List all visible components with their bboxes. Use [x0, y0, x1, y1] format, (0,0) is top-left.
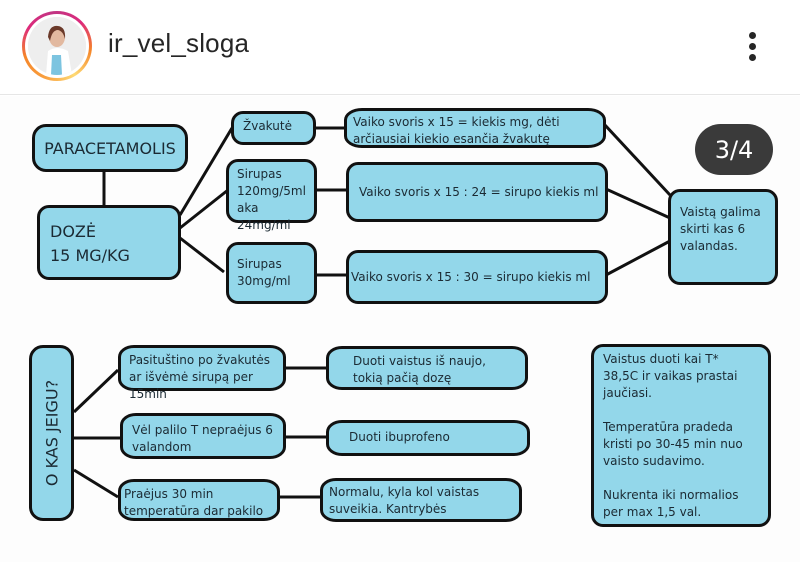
action-box-repeat: Duoti vaistus iš naujo, tokią pačią dozę — [326, 346, 528, 390]
dose-label: DOZĖ 15 MG/KG — [50, 222, 130, 265]
profile-photo-icon — [28, 17, 86, 75]
rule-text: Vaiko svoris x 15 : 30 = sirupo kiekis m… — [351, 269, 591, 284]
rule-box-suppository: Vaiko svoris x 15 = kiekis mg, dėti arči… — [344, 108, 606, 148]
form-label: Sirupas 30mg/ml — [237, 257, 291, 288]
rule-box-syrup-30: Vaiko svoris x 15 : 30 = sirupo kiekis m… — [346, 250, 608, 304]
more-options-button[interactable] — [740, 28, 766, 64]
what-if-label: O KAS JEIGU? — [42, 379, 61, 487]
condition-box-30min: Praėjus 30 min temperatūra dar pakilo — [118, 479, 280, 521]
action-box-ibuprofen: Duoti ibuprofeno — [326, 420, 530, 456]
form-box-suppository: Žvakutė — [231, 111, 316, 145]
rule-text: Vaiko svoris x 15 = kiekis mg, dėti arči… — [353, 115, 560, 146]
post-header: ir_vel_sloga — [0, 0, 800, 95]
note-box: Vaistus duoti kai T* 38,5C ir vaikas pra… — [591, 344, 771, 527]
avatar[interactable] — [28, 17, 86, 75]
username[interactable]: ir_vel_sloga — [108, 28, 250, 58]
rule-text: Vaiko svoris x 15 : 24 = sirupo kiekis m… — [359, 184, 599, 199]
dose-box: DOZĖ 15 MG/KG — [37, 205, 181, 280]
condition-box-fever-again: Vėl palilo T nepraėjus 6 valandom — [120, 413, 286, 459]
what-if-box: O KAS JEIGU? — [29, 345, 74, 521]
story-ring[interactable] — [22, 11, 92, 81]
condition-box-vomit: Pasituštino po žvakutės ar išvėmė sirupą… — [118, 345, 286, 401]
paracetamolis-box: PARACETAMOLIS — [32, 124, 188, 172]
action-text: Duoti ibuprofeno — [349, 430, 450, 444]
interval-box: Vaistą galima skirti kas 6 valandas. — [668, 189, 778, 285]
note-text: Vaistus duoti kai T* 38,5C ir vaikas pra… — [603, 352, 743, 519]
form-label: Sirupas 120mg/5ml aka 24mg/ml — [237, 167, 306, 232]
condition-text: Vėl palilo T nepraėjus 6 valandom — [132, 423, 273, 454]
more-vertical-icon — [749, 54, 756, 61]
action-text: Normalu, kyla kol vaistas suveikia. Kant… — [329, 485, 480, 516]
form-box-syrup-24: Sirupas 120mg/5ml aka 24mg/ml — [226, 159, 317, 232]
more-vertical-icon — [749, 43, 756, 50]
avatar-frame — [25, 14, 89, 78]
action-box-normal: Normalu, kyla kol vaistas suveikia. Kant… — [320, 478, 522, 522]
rule-box-syrup-24: Vaiko svoris x 15 : 24 = sirupo kiekis m… — [346, 162, 608, 222]
more-vertical-icon — [749, 32, 756, 39]
action-text: Duoti vaistus iš naujo, tokią pačią dozę — [353, 354, 486, 385]
paracetamolis-label: PARACETAMOLIS — [44, 138, 176, 158]
condition-text: Pasituštino po žvakutės ar išvėmė sirupą… — [129, 353, 271, 401]
condition-text: Praėjus 30 min temperatūra dar pakilo — [124, 487, 264, 518]
form-label: Žvakutė — [243, 119, 292, 133]
interval-text: Vaistą galima skirti kas 6 valandas. — [680, 205, 761, 253]
carousel-page-indicator: 3/4 — [695, 124, 773, 175]
form-box-syrup-30: Sirupas 30mg/ml — [226, 242, 317, 304]
